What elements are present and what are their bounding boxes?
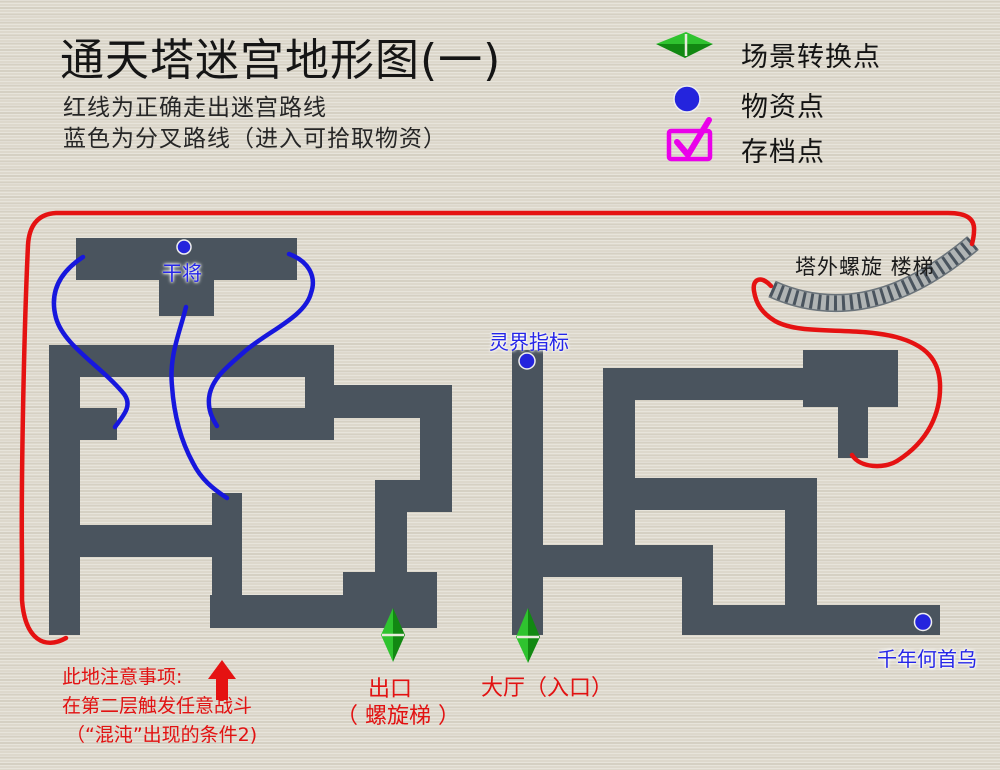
- legend-supply-point-icon: [673, 85, 701, 113]
- subtitle-line-2: 蓝色为分叉路线（进入可拾取物资）: [63, 126, 447, 152]
- legend-save-point-icon: [666, 117, 713, 162]
- legend-label-supply-point: 物资点: [741, 92, 825, 123]
- supply-point-ganjiang: [176, 239, 192, 255]
- page-title: 通天塔迷宫地形图(一): [60, 35, 502, 86]
- route-red-line-main: [19, 210, 977, 645]
- note-arrow-icon: [208, 660, 236, 700]
- label-lingjie-zhibiao: 灵界指标: [489, 330, 569, 354]
- branch-line-middle: [169, 304, 230, 501]
- legend-label-scene-transition: 场景转换点: [741, 42, 881, 73]
- route-red-line-right-loop: [751, 277, 943, 469]
- branch-line-right: [206, 251, 316, 429]
- legend-scene-transition-icon: [656, 32, 713, 58]
- branch-blue-lines: [51, 251, 316, 501]
- label-exit-spiral-stairs: （ 螺旋梯 ）: [336, 704, 460, 729]
- note-line-2: 在第二层触发任意战斗: [62, 695, 253, 717]
- label-ganjiang: 干将: [162, 261, 202, 285]
- label-exit: 出口: [368, 677, 413, 702]
- scene-transition-marker-hall: [516, 608, 540, 663]
- supply-point-lingjie: [518, 352, 536, 370]
- supply-point-heshouwu: [913, 612, 933, 632]
- note-line-1: 此地注意事项:: [62, 666, 183, 688]
- scene-transition-marker-exit: [381, 608, 405, 662]
- legend-label-save-point: 存档点: [741, 137, 825, 168]
- right-maze-corridors: [512, 350, 940, 635]
- note-line-3: （“混沌”出现的条件2): [66, 724, 258, 746]
- label-qiannian-heshouwu: 千年何首乌: [877, 647, 977, 671]
- label-hall-entrance: 大厅（入口）: [481, 676, 614, 701]
- branch-line-left: [51, 254, 130, 430]
- subtitle-line-1: 红线为正确走出迷宫路线: [63, 95, 327, 121]
- label-spiral-stairs-outside: 塔外螺旋 楼梯: [795, 255, 935, 279]
- left-maze-corridors: [49, 238, 452, 635]
- spiral-staircase-graphic: [768, 236, 979, 312]
